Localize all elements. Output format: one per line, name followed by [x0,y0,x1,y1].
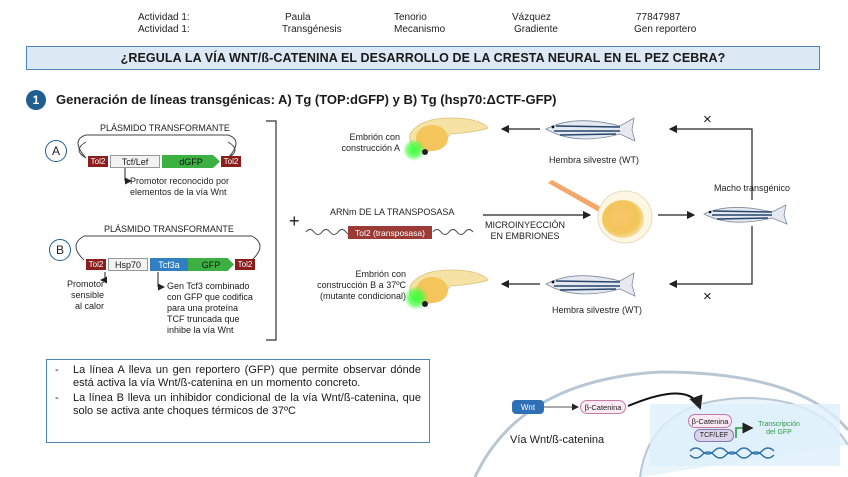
plasmid-a-gene: dGFP [162,155,220,168]
pathway-caption: Vía Wnt/ß-catenina [510,434,605,446]
plasmid-b-gene1: Tcf3a [150,258,188,271]
plasmid-a-title: PLÁSMIDO TRANSFORMANTE [100,123,230,133]
plasmid-b-gene-note-line: TCF truncada que [167,314,240,324]
header-row2-col2: Transgénesis [282,24,342,35]
header-row1-col1: Actividad 1: [138,12,190,23]
injection-label-line2: EN EMBRIONES [490,231,560,241]
cross-symbol-bottom: × [703,288,712,305]
header-row2-col5: Gen reportero [634,24,697,35]
plasmid-b-tol2-left: Tol2 [86,259,106,270]
mrna-squiggle-right [432,229,474,235]
plasmid-b-promoter: Hsp70 [108,258,148,271]
plasmid-a-promoter: Tcf/Lef [110,155,160,168]
male-label: Macho transgénico [714,183,791,193]
note-item: La línea A lleva un gen reportero (GFP) … [55,364,421,390]
notes-box: La línea A lleva un gen reportero (GFP) … [46,359,430,443]
embryo-b-label-line2: construcción B a 37ºC [317,280,406,290]
cross-symbol-top: × [703,111,712,128]
injection-label-line1: MICROINYECCIÓN [484,220,565,230]
cross-arrow-bottom [668,226,753,289]
note-item: La línea B lleva un inhibidor condiciona… [55,392,421,418]
transcription-label-line1: Transcripción [758,421,800,428]
plasmid-b-outline [75,235,261,291]
plasmid-a-outline [77,134,237,185]
zebrafish-male [703,204,788,225]
plasmid-b-promoter-note: Promotor sensible al calor [40,279,104,312]
step-title: Generación de líneas transgénicas: A) Tg… [56,92,557,107]
zebrafish-female-bottom [545,272,636,297]
plasmid-a-note-line2: elementos de la vía Wnt [130,187,227,197]
embryo-a-label: Embrión con construcción A [326,132,400,154]
plus-sign: + [289,211,300,231]
plasmid-a-tol2-right: Tol2 [221,156,241,167]
transcription-label: Transcripción del GFP [752,421,806,437]
bcat-cyto-box: β-Catenina [580,400,626,414]
plasmid-b-gene2: GFP [188,258,234,271]
plasmid-b-gene-note-line: inhibe la vía Wnt [167,325,234,335]
header-row2-col3: Mecanismo [394,24,446,35]
zebrafish-female-top [545,117,636,142]
transcription-label-line2: del GFP [766,429,792,436]
embryo-b-label: Embrión con construcción B a 37ºC (mutan… [300,269,406,302]
injection-label: MICROINYECCIÓN EN EMBRIONES [478,220,572,242]
cross-arrow-top [668,124,753,200]
transposase-label: ARNm DE LA TRANSPOSASA [330,207,455,217]
header-row2-col4: Gradiente [514,24,558,35]
embryo-a-label-line1: Embrión con [349,132,400,142]
female-bottom-label: Hembra silvestre (WT) [552,305,643,315]
embryo-b [404,269,489,310]
header-row1-col2: Paula [285,12,311,23]
embryo-a-label-line2: construcción A [341,143,400,153]
header-row1-col3: Tenorio [394,12,427,23]
plasmid-a-tol2-left: Tol2 [88,156,108,167]
plasmid-b-gene-note-line: para una proteína [167,303,239,313]
wnt-box: Wnt [512,400,544,414]
plasmid-b-gene-note-line: Gen Tcf3 combinado [167,281,250,291]
main-title: ¿REGULA LA VÍA WNT/ß-CATENINA EL DESARRO… [26,46,820,70]
fertilized-egg [597,190,653,244]
plasmid-b-promoter-note-line2: al calor [74,301,104,311]
embryo-b-label-line1: Embrión con [355,269,406,279]
plasmid-b-title: PLÁSMIDO TRANSFORMANTE [104,224,234,234]
plasmid-a-note-line1: Promotor reconocido por [130,176,230,186]
plasmid-b-promoter-note-line1: Promotor sensible [66,279,104,300]
header-row1-col4: Vázquez [512,12,551,23]
female-top-label: Hembra silvestre (WT) [549,155,640,165]
plasmid-b-gene-note-line: con GFP que codifica [167,292,253,302]
bcat-nuc-box: β-Catenina [688,414,732,428]
bracket [266,120,277,341]
plasmid-a-letter: A [45,140,67,162]
embryo-b-label-line3: (mutante condicional) [319,291,406,301]
plasmid-b-letter: B [49,239,71,261]
embryo-a [403,117,489,161]
header-row2-col1: Actividad 1: [138,24,190,35]
step-number-badge: 1 [26,90,46,110]
plasmid-b-tol2-right: Tol2 [235,259,255,270]
plasmid-b-gene-note: Gen Tcf3 combinado con GFP que codifica … [167,281,253,336]
needle [548,180,610,216]
transposase-box: Tol2 (transposasa) [348,226,432,239]
tcf-lef-box: TCF/LEF [694,429,734,442]
header-row1-col5: 77847987 [636,12,681,23]
